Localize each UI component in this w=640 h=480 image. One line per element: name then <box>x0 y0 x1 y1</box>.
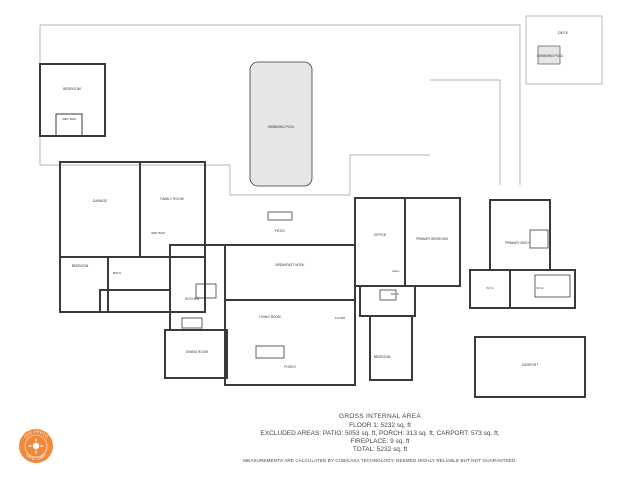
label-porch: PORCH <box>284 365 296 369</box>
label-breakfast-nook: BREAKFAST NOOK <box>276 263 306 267</box>
fireplace-area: FIREPLACE: 9 sq. ft <box>350 438 410 445</box>
total-area: TOTAL: 5232 sq. ft <box>352 446 408 453</box>
label-foyer: FOYER <box>335 316 346 320</box>
label-kitchen: KITCHEN <box>185 297 200 301</box>
label-wic: WIC <box>109 255 116 259</box>
room-labels: DECK SWIMMING POOL SWIMMING POOL BEDROOM… <box>62 31 568 369</box>
label-bedroom-west: BEDROOM <box>72 264 89 268</box>
label-deck: DECK <box>558 31 569 35</box>
label-dining-room: DINING ROOM <box>186 350 208 354</box>
deck-fireplace <box>537 45 561 65</box>
label-patio: PATIO <box>275 229 285 233</box>
label-primary-bedroom: PRIMARY BEDROOM <box>416 237 448 241</box>
label-wet-bar: WET BAR <box>62 117 76 121</box>
label-garage: GARAGE <box>93 199 108 203</box>
label-bath-mid: BATH <box>391 292 399 296</box>
label-primary-bath: PRIMARY BATH <box>505 241 529 245</box>
label-wet-bar-2: WET BAR <box>151 231 165 235</box>
label-bedroom-south: BEDROOM <box>374 355 391 359</box>
label-bath-west: BATH <box>113 271 121 275</box>
floor-plan: DECK SWIMMING POOL SWIMMING POOL BEDROOM… <box>39 15 603 398</box>
detached-bedroom <box>39 63 106 137</box>
label-living-room: LIVING ROOM <box>259 315 281 319</box>
label-family-room: FAMILY ROOM <box>160 197 183 201</box>
label-wic-east-2: W.I.C <box>536 286 544 290</box>
swimming-pool <box>249 61 313 187</box>
floor-1-area: FLOOR 1: 5232 sq. ft <box>349 422 411 429</box>
label-carport: CARPORT <box>522 363 539 367</box>
excluded-areas: EXCLUDED AREAS: PATIO: 5053 sq. ft, PORC… <box>260 430 500 437</box>
label-wic-east: W.I.C <box>486 286 494 290</box>
label-pool-top: SWIMMING POOL <box>537 54 564 58</box>
sun-icon <box>28 438 44 454</box>
label-bedroom-small: BEDROOM <box>63 87 81 91</box>
label-office: OFFICE <box>374 233 387 237</box>
label-hall: HALL <box>392 269 400 273</box>
gross-internal-area-title: GROSS INTERNAL AREA <box>338 413 422 420</box>
thin-walls <box>181 211 571 359</box>
measurement-disclaimer: MEASUREMENTS ARE CALCULATED BY CUBICASA … <box>243 458 517 463</box>
label-pool: SWIMMING POOL <box>268 125 295 129</box>
detached-wetbar <box>55 113 83 137</box>
main-walls <box>59 161 586 398</box>
company-badge-logo: ONE PHOTO CAPE TOWN <box>19 429 53 463</box>
patio-outlines <box>39 15 603 196</box>
